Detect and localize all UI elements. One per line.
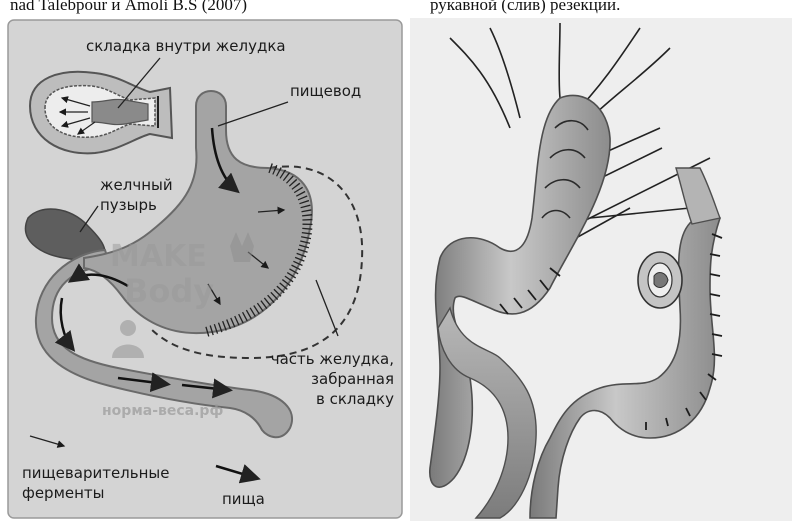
label-fold-inside: складка внутри желудка [86,37,286,55]
legend-enzymes-2: ферменты [22,484,105,502]
svg-text:Body: Body [124,272,214,310]
watermark-site: норма-веса.рф [102,403,223,419]
svg-text:MAKE: MAKE [110,239,207,274]
caption-left: nad Talebpour и Amoli B.S (2007) [10,0,247,14]
label-stomach-part-1: часть желудка, [271,350,394,368]
label-stomach-part-2: забранная [311,370,394,388]
cross-section-inset [638,252,682,308]
label-gallbladder-1: желчный [100,176,173,194]
caption-right: рукавной (слив) резекции. [430,0,620,14]
label-esophagus: пищевод [290,82,361,100]
plication-diagram: MAKE Body норма-веса.рф складка внутри ж… [0,18,405,521]
surgical-illustration [410,18,792,521]
label-stomach-part-3: в складку [316,390,394,408]
label-gallbladder-2: пузырь [100,196,157,214]
legend-food: пища [222,490,265,508]
legend-enzymes-1: пищеварительные [22,464,170,482]
